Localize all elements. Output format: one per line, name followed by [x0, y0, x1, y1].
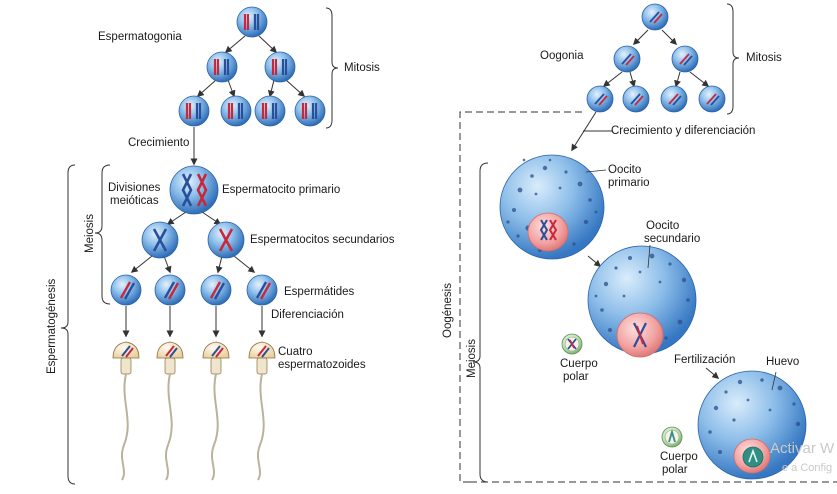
label-right-meiosis: Meiosis [466, 339, 478, 378]
spermatids-cells [110, 274, 278, 306]
watermark-line1: Activar W [770, 440, 835, 457]
mitotic-cells [206, 51, 296, 83]
oogenesis-dashed-frame [459, 111, 837, 483]
secondary-oocyte-pointer [647, 244, 651, 269]
ovum [697, 370, 807, 480]
primary-oocyte-pointer [585, 169, 607, 173]
label-polar-body-1b: polar [563, 371, 589, 383]
ovum-pointer [771, 371, 777, 391]
label-oogenesis: Oogénesis [442, 283, 454, 338]
secondary-spermatocytes-cells [141, 221, 245, 259]
label-growth: Crecimiento [128, 137, 190, 149]
label-spermatogenesis: Espermatogénesis [46, 278, 58, 374]
watermark-line2: e a Config [782, 462, 833, 474]
primary-oocyte [499, 154, 605, 260]
label-polar-body-2a: Cuerpo [660, 451, 698, 463]
label-meiotic-divisions-2: meióticas [110, 195, 159, 207]
spermatogonia-row [178, 95, 326, 127]
label-fertilization: Fertilización [674, 354, 736, 366]
label-sperm-1: Cuatro [278, 346, 313, 358]
label-sperm-2: espermatozoides [278, 359, 366, 371]
sperm-3 [202, 341, 230, 481]
label-growth-differentiation: Crecimiento y diferenciación [611, 125, 756, 137]
label-secondary-oocyte-2: secundario [644, 233, 701, 245]
label-oogonia: Oogonia [540, 50, 584, 62]
label-polar-body-1a: Cuerpo [560, 358, 598, 370]
sperm-2 [156, 341, 184, 481]
right-brackets [472, 3, 740, 483]
label-right-mitosis: Mitosis [746, 52, 782, 64]
label-ovum: Huevo [766, 356, 800, 368]
polar-body-1 [561, 333, 583, 355]
label-polar-body-2b: polar [662, 464, 688, 476]
secondary-oocyte [587, 245, 697, 358]
label-left-mitosis: Mitosis [344, 62, 380, 74]
label-differentiation: Diferenciación [271, 309, 344, 321]
left-arrows [122, 35, 306, 338]
label-spermatogonia: Espermatogonia [98, 31, 182, 43]
label-meiotic-divisions-1: Divisiones [108, 182, 161, 194]
sperm-1 [112, 341, 140, 481]
label-secondary-oocyte-1: Oocito [646, 220, 680, 232]
label-primary-oocyte-2: primario [608, 177, 650, 189]
label-primary-oocyte-1: Oocito [608, 164, 642, 176]
polar-body-2 [661, 426, 683, 448]
label-secondary-spermatocytes: Espermatocitos secundarios [250, 234, 395, 246]
label-primary-spermatocyte: Espermatocito primario [222, 184, 341, 196]
spermatogonium-cell [236, 6, 268, 38]
label-spermatids: Espermátides [284, 286, 355, 298]
sperm-4 [248, 341, 276, 481]
left-brackets [60, 7, 339, 485]
label-left-meiosis: Meiosis [84, 214, 96, 253]
primary-spermatocyte-cell [169, 165, 219, 215]
oogonia-cells [586, 3, 726, 113]
sperm-cells [112, 341, 276, 481]
